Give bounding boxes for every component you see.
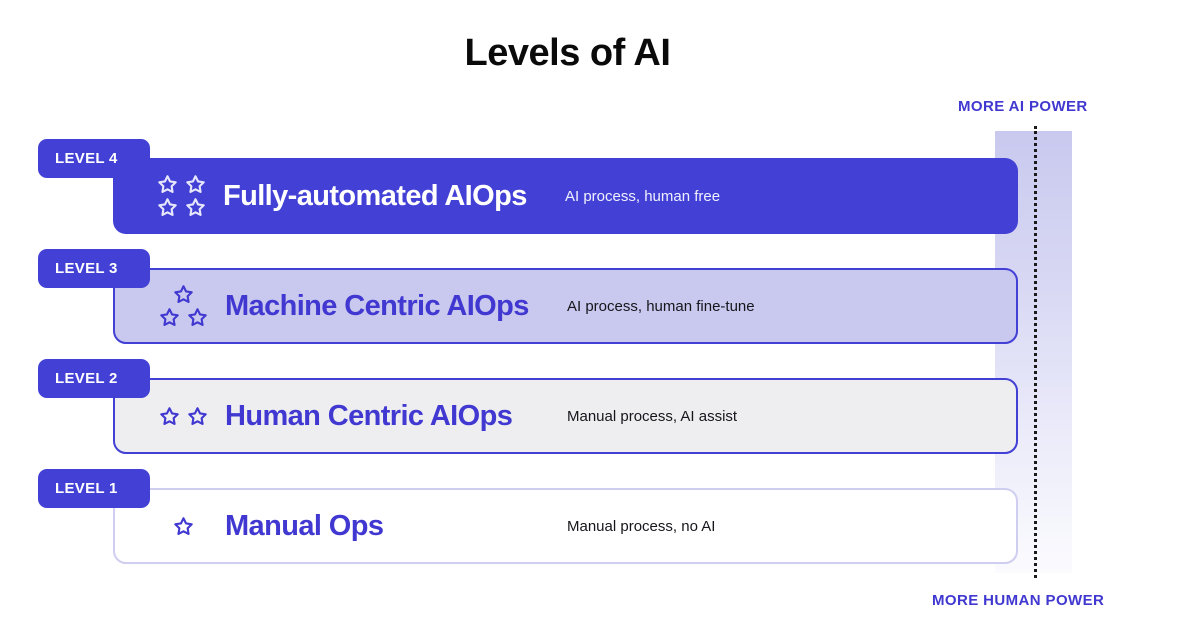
- level-row-3: LEVEL 3 Machine Centric AIOps AI process…: [0, 241, 1200, 351]
- star-icon: [187, 406, 207, 425]
- level-badge-2[interactable]: LEVEL 2: [38, 359, 150, 398]
- star-icon: [159, 308, 179, 326]
- level-name-3: Machine Centric AIOps: [225, 289, 529, 322]
- level-bar-1[interactable]: Manual Ops Manual process, no AI: [113, 488, 1018, 564]
- star-rating-1: [141, 516, 225, 537]
- level-name-1: Manual Ops: [225, 509, 384, 542]
- level-badge-1[interactable]: LEVEL 1: [38, 469, 150, 508]
- more-ai-power-caption: MORE AI POWER: [958, 98, 1088, 115]
- star-icon: [185, 198, 205, 216]
- more-human-power-caption: MORE HUMAN POWER: [932, 592, 1105, 609]
- level-description-1: Manual process, no AI: [567, 517, 716, 535]
- star-row: [159, 406, 208, 427]
- star-row: [157, 174, 206, 195]
- level-name-4: Fully-automated AIOps: [223, 179, 527, 212]
- level-description-3: AI process, human fine-tune: [567, 297, 755, 315]
- level-description-2: Manual process, AI assist: [567, 407, 738, 425]
- star-icon: [159, 406, 179, 425]
- star-icon: [173, 516, 193, 535]
- level-bar-2[interactable]: Human Centric AIOps Manual process, AI a…: [113, 378, 1018, 454]
- star-rating-4: [139, 174, 223, 218]
- level-description-4: AI process, human free: [565, 187, 721, 205]
- level-row-2: LEVEL 2 Human Centric AIOps Manual proce…: [0, 351, 1200, 461]
- level-bar-3[interactable]: Machine Centric AIOps AI process, human …: [113, 268, 1018, 344]
- page-title: Levels of AI: [464, 32, 671, 74]
- star-icon: [157, 198, 177, 216]
- star-row: [157, 197, 206, 218]
- star-row: [173, 284, 194, 305]
- star-icon: [173, 285, 193, 303]
- level-row-1: LEVEL 1 Manual Ops Manual process, no AI: [0, 461, 1200, 571]
- star-rating-3: [141, 284, 225, 328]
- level-badge-4[interactable]: LEVEL 4: [38, 139, 150, 178]
- star-row: [159, 307, 208, 328]
- level-bar-4[interactable]: Fully-automated AIOps AI process, human …: [113, 158, 1018, 234]
- power-axis-dotted-line: [1034, 126, 1037, 578]
- level-row-4: LEVEL 4 Fully-automated AIOps AI process…: [0, 131, 1200, 241]
- star-rating-2: [141, 406, 225, 427]
- star-icon: [157, 175, 177, 193]
- star-icon: [185, 175, 205, 193]
- level-name-2: Human Centric AIOps: [225, 399, 513, 432]
- star-icon: [187, 308, 207, 326]
- star-row: [173, 516, 194, 537]
- level-badge-3[interactable]: LEVEL 3: [38, 249, 150, 288]
